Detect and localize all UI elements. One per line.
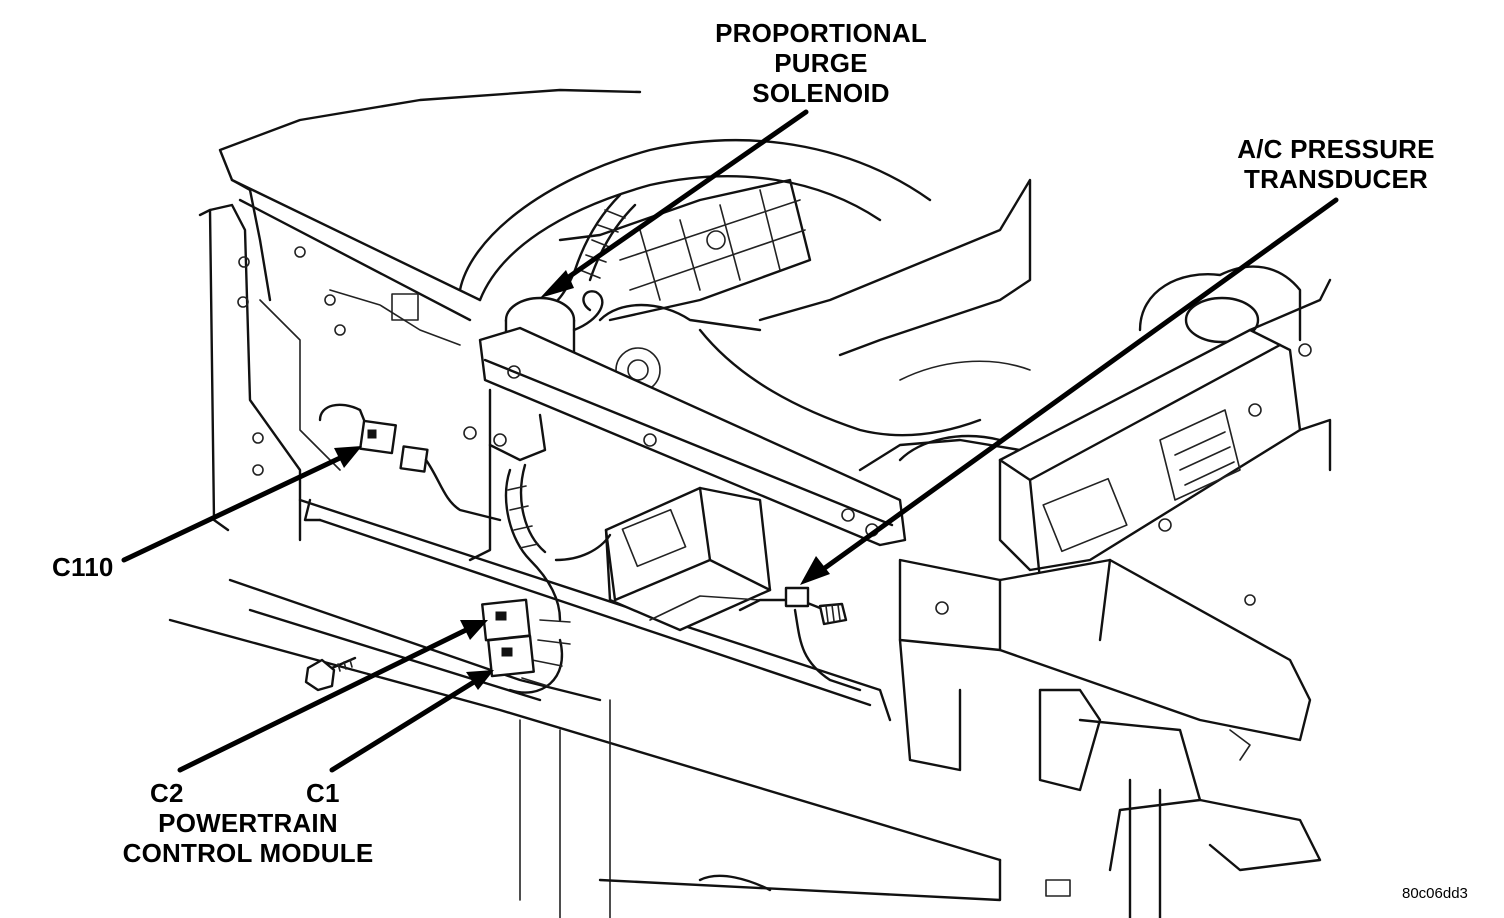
c1-connector-part bbox=[487, 634, 535, 678]
right-lower-bracket bbox=[898, 558, 1322, 918]
right-air-box bbox=[998, 265, 1332, 582]
label-line: C2 bbox=[150, 778, 184, 808]
label-ac-pressure-transducer: A/C PRESSURE TRANSDUCER bbox=[1226, 134, 1446, 194]
upper-crossmember bbox=[468, 326, 907, 562]
label-c2: C2 bbox=[150, 778, 184, 808]
label-c110: C110 bbox=[52, 552, 114, 582]
label-line: CONTROL MODULE bbox=[122, 838, 374, 868]
mounting-bolt bbox=[304, 656, 357, 692]
label-line: TRANSDUCER bbox=[1244, 164, 1428, 194]
leader-c1 bbox=[329, 670, 494, 773]
pcm-part bbox=[604, 486, 772, 632]
ac-transducer-part bbox=[738, 586, 862, 692]
label-line: SOLENOID bbox=[752, 78, 890, 108]
leader-purge-solenoid bbox=[540, 109, 809, 298]
label-c1: C1 bbox=[306, 778, 340, 808]
pcm-harness bbox=[504, 463, 612, 694]
label-line: A/C PRESSURE bbox=[1237, 134, 1435, 164]
left-fender-apron bbox=[198, 88, 642, 542]
label-line: C1 bbox=[306, 778, 340, 808]
label-line: C110 bbox=[52, 552, 114, 582]
leader-ac-transducer bbox=[800, 197, 1339, 585]
figure-id: 80c06dd3 bbox=[1402, 885, 1468, 902]
leader-c2 bbox=[177, 620, 488, 773]
label-line: POWERTRAIN bbox=[158, 808, 338, 838]
c110-connector-part bbox=[318, 403, 502, 522]
label-proportional-purge-solenoid: PROPORTIONAL PURGE SOLENOID bbox=[706, 18, 936, 108]
c2-connector-part bbox=[481, 598, 531, 642]
leader-c110 bbox=[121, 446, 362, 563]
label-line: PURGE bbox=[774, 48, 868, 78]
label-powertrain-control-module: POWERTRAIN CONTROL MODULE bbox=[108, 808, 388, 868]
wiring-harness-upper bbox=[543, 193, 637, 312]
lower-support bbox=[168, 498, 1071, 918]
label-line: PROPORTIONAL bbox=[715, 18, 927, 48]
cowl-panel bbox=[698, 178, 1032, 472]
